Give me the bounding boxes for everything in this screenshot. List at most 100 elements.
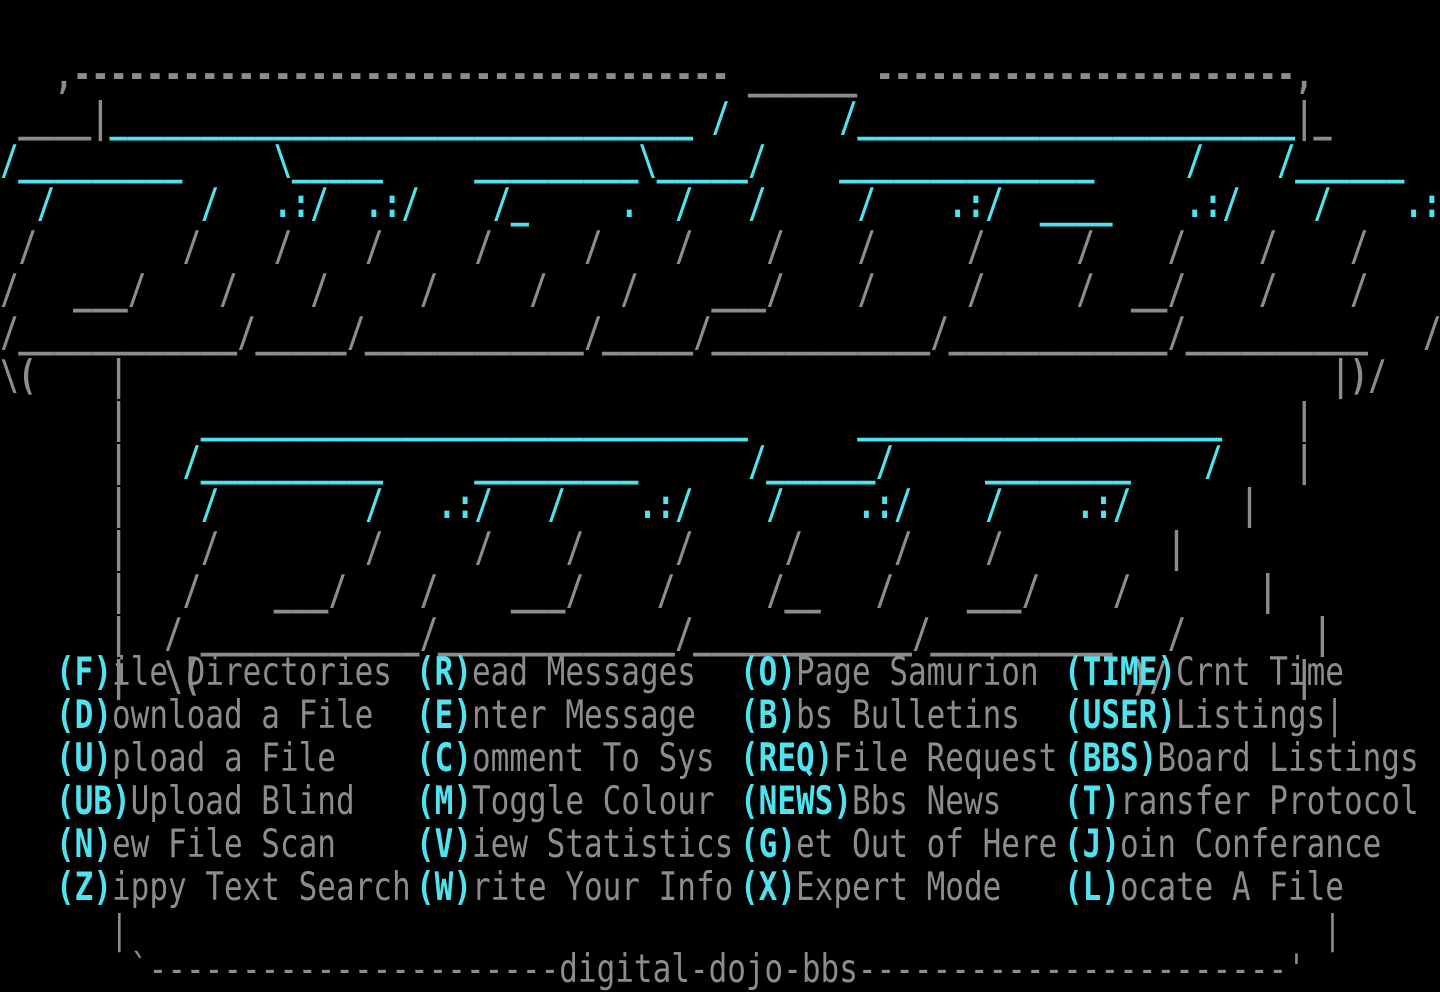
menu-item-user-listings[interactable]: (USER)Listings|	[1064, 689, 1344, 743]
menu-item-l-ocate-a-file[interactable]: (L)ocate A File	[1064, 861, 1344, 915]
menu-item-v-iew-statistics[interactable]: (V)iew Statistics	[416, 818, 733, 872]
ascii-art-row: / ___/ / / / / / ___/ / / / __/ / /	[0, 261, 1368, 319]
menu-hotkey: (D)	[56, 692, 112, 738]
ascii-art-segment: |	[1003, 524, 1186, 572]
frame-bottom-line: `----------------------digital-dojo-bbs-…	[130, 946, 1306, 992]
menu-label: ownload a File	[112, 692, 374, 738]
menu-item-u-pload-a-file[interactable]: (U)pload a File	[56, 732, 336, 786]
menu-label: Toggle Colour	[472, 778, 715, 824]
menu-item-f-ile-directories[interactable]: (F)ile Directories	[56, 646, 392, 700]
ascii-art-segment: |_	[1295, 94, 1332, 142]
menu-item-j-oin-conferance[interactable]: (J)oin Conferance	[1064, 818, 1381, 872]
menu-item-d-ownload-a-file[interactable]: (D)ownload a File	[56, 689, 373, 743]
menu-hotkey: (Z)	[56, 864, 112, 910]
menu-item-n-ew-file-scan[interactable]: (N)ew File Scan	[56, 818, 336, 872]
menu-hotkey: (REQ)	[740, 735, 834, 781]
ascii-art-segment: \( | |)/	[0, 352, 1387, 400]
menu-hotkey: (T)	[1064, 778, 1120, 824]
menu-hotkey: (BBS)	[1064, 735, 1158, 781]
menu-hotkey: (B)	[740, 692, 796, 738]
menu-label: ead Messages	[472, 649, 696, 695]
ascii-art-segment: |	[1167, 653, 1314, 701]
menu-item-x-expert-mode[interactable]: (X)Expert Mode	[740, 861, 1001, 915]
menu-item-e-nter-message[interactable]: (E)nter Message	[416, 689, 696, 743]
ascii-art-segment: / / .:/ / .:/ / .:/ / .:/	[200, 481, 1131, 529]
menu-label: Page Samurion	[796, 649, 1039, 695]
ascii-art-segment: / /	[711, 94, 858, 142]
ascii-art-row: | / ___/ / ___/ / /__ / ___/ / |	[0, 562, 1276, 620]
ascii-art-segment: ________________________________	[109, 94, 712, 142]
menu-label: Crnt Time	[1175, 649, 1344, 695]
menu-label: rite Your Info	[472, 864, 734, 910]
menu-hotkey: (W)	[416, 864, 472, 910]
menu-hotkey: (F)	[56, 649, 112, 695]
menu-label: ile Directories	[112, 649, 392, 695]
frame-side-bars: | |	[110, 907, 1342, 953]
menu-item-news-bbs-news[interactable]: (NEWS)Bbs News	[740, 775, 1001, 829]
ascii-art-segment: | / ____________/_____________/_________…	[0, 610, 1186, 658]
menu-hotkey: (G)	[740, 821, 796, 867]
menu-item-z-ippy-text-search[interactable]: (Z)ippy Text Search	[56, 861, 411, 915]
menu-item-bbs-board-listings[interactable]: (BBS)Board Listings	[1064, 732, 1419, 786]
menu-item-ub-upload-blind[interactable]: (UB)Upload Blind	[56, 775, 355, 829]
menu-item-b-bs-bulletins[interactable]: (B)bs Bulletins	[740, 689, 1020, 743]
ascii-art-row: /_________ \_____ _________\_____/ _____…	[0, 132, 1405, 190]
ascii-art-segment: ____|	[0, 94, 110, 142]
menu-item-o-page-samurion[interactable]: (O)Page Samurion	[740, 646, 1039, 700]
menu-label: oin Conferance	[1120, 821, 1382, 867]
menu-item-w-rite-your-info[interactable]: (W)rite Your Info	[416, 861, 733, 915]
ascii-art-segment: /__________ _________ /______/ ________ …	[182, 438, 1223, 486]
menu-item-g-et-out-of-here[interactable]: (G)et Out of Here	[740, 818, 1057, 872]
menu-hotkey: (USER)	[1064, 692, 1176, 738]
menu-item-m-toggle-colour[interactable]: (M)Toggle Colour	[416, 775, 715, 829]
menu-label: pload a File	[112, 735, 336, 781]
ascii-art-row: \( | |)/	[0, 347, 1386, 405]
ascii-art-row: | / / .:/ / .:/ / .:/ / .:/ |	[0, 476, 1258, 534]
ascii-art-segment: |	[0, 481, 201, 529]
ascii-art-segment: ______________________________ _________…	[200, 395, 1223, 443]
menu-label: nter Message	[472, 692, 696, 738]
ascii-art-row: | / ____________/_____________/_________…	[0, 605, 1332, 663]
menu-label: ransfer Protocol	[1120, 778, 1419, 824]
ascii-art-row: | /__________ _________ /______/ _______…	[0, 433, 1313, 491]
ascii-art-row: / / .:/ .:/ /_ . / / / .:/ ____ .:/ / .:…	[0, 175, 1440, 233]
menu-item-r-ead-messages[interactable]: (R)ead Messages	[416, 646, 696, 700]
ascii-art-segment: |	[1222, 438, 1314, 486]
menu-label: omment To Sys	[472, 735, 715, 781]
ascii-art-segment: / ___/ / / / / / ___/ / / / __/ / /	[0, 266, 1369, 314]
ascii-art-segment: / / .:/ .:/ /_ . / / / .:/ ____ .:/ / .:…	[0, 180, 1440, 228]
menu-item-req-file-request[interactable]: (REQ)File Request	[740, 732, 1057, 786]
menu-item-time-crnt-time[interactable]: (TIME)Crnt Time	[1064, 646, 1344, 700]
menu-label: Board Listings	[1157, 735, 1419, 781]
ascii-art-row: ,------------------------------------ __…	[0, 46, 1314, 104]
menu-item-t-ransfer-protocol[interactable]: (T)ransfer Protocol	[1064, 775, 1419, 829]
menu-label: et Out of Here	[796, 821, 1058, 867]
menu-hotkey: (O)	[740, 649, 796, 695]
menu-item-c-omment-to-sys[interactable]: (C)omment To Sys	[416, 732, 715, 786]
ascii-art-segment: /____________/_____/____________/_____/_…	[0, 309, 1440, 357]
ascii-art-segment: | / ___/ / ___/ / /__ / ___/ /	[0, 567, 1131, 615]
menu-hotkey: (M)	[416, 778, 472, 824]
menu-label: Bbs News	[851, 778, 1002, 824]
menu-hotkey: (N)	[56, 821, 112, 867]
ascii-art-segment: |	[1185, 610, 1332, 658]
ascii-art-segment: |	[1222, 395, 1314, 443]
menu-label: Listings|	[1175, 692, 1344, 738]
menu-hotkey: (C)	[416, 735, 472, 781]
ascii-art-row: | \( )/ |	[0, 648, 1313, 706]
ascii-art-segment: /_________	[0, 137, 274, 185]
ascii-art-row: ____|________________________________ / …	[0, 89, 1332, 147]
menu-hotkey: (J)	[1064, 821, 1120, 867]
ascii-art-row: | / / / / / / / / |	[0, 519, 1186, 577]
ascii-art-row: | ______________________________ _______…	[0, 390, 1313, 448]
menu-hotkey: (V)	[416, 821, 472, 867]
ascii-art-row: /____________/_____/____________/_____/_…	[0, 304, 1440, 362]
ascii-art-segment: \_____ _________	[273, 137, 639, 185]
menu-hotkey: (UB)	[56, 778, 131, 824]
menu-label: Expert Mode	[796, 864, 1002, 910]
ascii-art-segment: |	[0, 395, 201, 443]
ascii-art-segment: \_____/ ______________ / /______	[638, 137, 1405, 185]
menu-label: iew Statistics	[472, 821, 734, 867]
menu-hotkey: (TIME)	[1064, 649, 1176, 695]
